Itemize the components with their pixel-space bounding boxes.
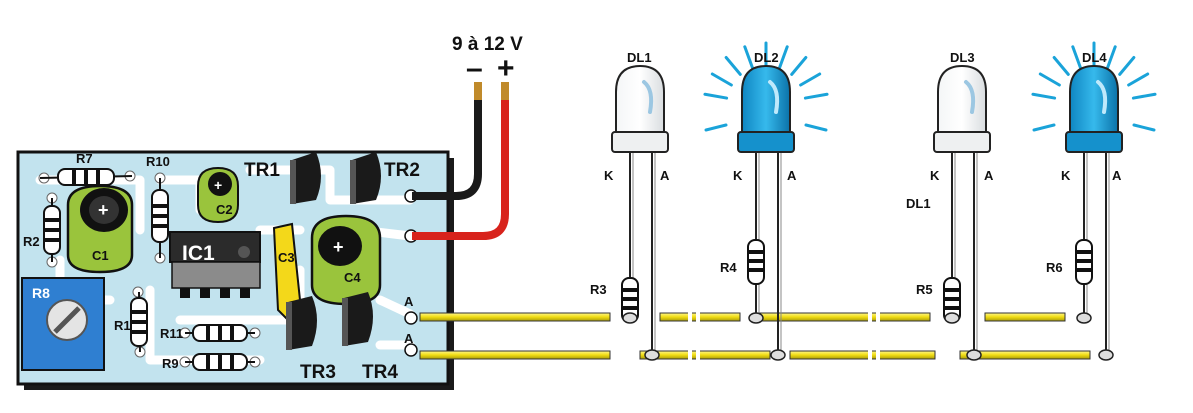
resistor-r10: R10 — [146, 154, 170, 258]
transistor-tr1: TR1 — [244, 152, 321, 204]
svg-text:+: + — [214, 177, 222, 193]
capacitor-c1: + C1 — [66, 184, 134, 274]
output-label-a1: A — [404, 294, 414, 309]
resistor-r9: R9 — [162, 353, 255, 371]
label-r2: R2 — [23, 234, 40, 249]
led-layer — [611, 41, 1157, 361]
label-r10: R10 — [146, 154, 170, 169]
label-tr3: TR3 — [300, 362, 336, 383]
led-dl3-k: K — [930, 168, 940, 183]
transistor-tr2: TR2 — [350, 152, 420, 204]
label-r1: R1 — [114, 318, 131, 333]
led-labels: DL1 DL2 DL3 DL4 K A K A K A DL1 K A R3 R… — [590, 50, 1122, 297]
led-rim — [737, 131, 795, 153]
led-glow-rays — [1031, 41, 1157, 132]
led-name-dl3: DL3 — [950, 50, 975, 65]
resistor-r7: R7 — [39, 151, 133, 186]
supply-voltage-label: 9 à 12 V — [452, 34, 523, 55]
label-r8: R8 — [32, 285, 50, 301]
transistor-tr3: TR3 — [286, 296, 336, 383]
label-c4: C4 — [344, 270, 361, 285]
label-r11: R11 — [160, 326, 183, 341]
led-dl4-k: K — [1061, 168, 1071, 183]
led-name-dl4: DL4 — [1082, 50, 1107, 65]
output-label-a2: A — [404, 331, 414, 346]
led-dl3-2 — [933, 64, 991, 361]
label-c2: C2 — [216, 202, 233, 217]
label-tr1: TR1 — [244, 160, 280, 181]
led-name-dl2: DL2 — [754, 50, 779, 65]
led-rim — [933, 131, 991, 153]
label-r6: R6 — [1046, 260, 1063, 275]
output-wires: A A — [404, 294, 1091, 362]
led-dl4-a: A — [1112, 168, 1122, 183]
svg-text:+: + — [333, 237, 344, 257]
led-dl3-a: A — [984, 168, 994, 183]
label-ic1: IC1 — [182, 242, 215, 265]
resistor-r2: R2 — [23, 198, 61, 262]
capacitor-c2: + C2 — [197, 166, 239, 224]
resistor-r6 — [1075, 239, 1093, 285]
label-tr4: TR4 — [362, 362, 398, 383]
led-dl2-a: A — [787, 168, 797, 183]
led-dl3-extra: DL1 — [906, 196, 931, 211]
led-dl4-3 — [1031, 41, 1157, 361]
resistor-r4 — [747, 239, 765, 285]
svg-text:+: + — [98, 200, 109, 220]
resistor-r11: R11 — [160, 324, 255, 342]
label-c3: C3 — [278, 250, 295, 265]
led-body — [1069, 64, 1119, 133]
led-dl1-k: K — [604, 168, 614, 183]
capacitor-c4: + C4 — [310, 214, 382, 306]
led-glow-rays — [703, 41, 829, 132]
label-r3: R3 — [590, 282, 607, 297]
label-r7: R7 — [76, 151, 93, 166]
resistor-r1: R1 — [114, 291, 148, 353]
supply-minus-sign: – — [466, 52, 483, 85]
ic1-chip: IC1 — [169, 231, 261, 298]
led-rim — [611, 131, 669, 153]
label-c1: C1 — [92, 248, 109, 263]
led-body — [937, 64, 987, 133]
capacitor-c3: C3 — [272, 222, 302, 324]
led-rim — [1065, 131, 1123, 153]
label-tr2: TR2 — [384, 160, 420, 181]
supply-plus-sign: + — [497, 52, 515, 85]
label-r5: R5 — [916, 282, 933, 297]
transistor-tr4: TR4 — [342, 292, 398, 383]
led-body — [741, 64, 791, 133]
led-dl1-a: A — [660, 168, 670, 183]
led-dl1-0 — [611, 64, 669, 361]
trimmer-r8: R8 — [21, 277, 105, 371]
resistor-r3 — [621, 277, 639, 323]
led-dl2-1 — [703, 41, 829, 361]
led-name-dl1: DL1 — [627, 50, 652, 65]
resistor-r5 — [943, 277, 961, 323]
led-dl2-k: K — [733, 168, 743, 183]
power-supply: 9 à 12 V – + — [412, 34, 523, 240]
label-r9: R9 — [162, 356, 179, 371]
led-body — [615, 64, 665, 133]
label-r4: R4 — [720, 260, 737, 275]
